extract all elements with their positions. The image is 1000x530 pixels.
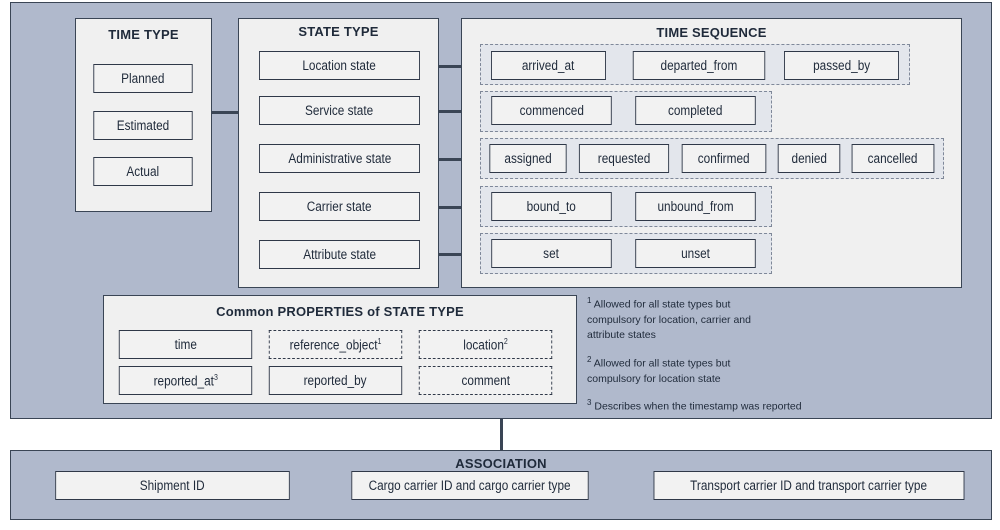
connector-administrative (426, 158, 482, 161)
state-service: Service state (259, 96, 420, 125)
seq-confirmed: confirmed (681, 144, 767, 173)
state-carrier: Carrier state (259, 192, 420, 221)
prop-reported-at: reported_at3 (118, 366, 253, 395)
state-location: Location state (259, 51, 420, 80)
seq-cancelled: cancelled (851, 144, 935, 173)
association-title: ASSOCIATION (455, 456, 547, 471)
connector-association (500, 419, 503, 450)
connector-time-state (212, 111, 240, 114)
seq-set: set (491, 239, 612, 268)
common-properties-title: Common PROPERTIES of STATE TYPE (216, 304, 464, 319)
prop-reference-object: reference_object1 (268, 330, 403, 359)
association-cargo-carrier: Cargo carrier ID and cargo carrier type (351, 471, 589, 500)
time-type-actual: Actual (93, 157, 193, 186)
prop-location: location2 (418, 330, 553, 359)
seq-requested: requested (578, 144, 670, 173)
time-type-title: TIME TYPE (108, 27, 179, 42)
seq-bound-to: bound_to (491, 192, 612, 221)
footnote-2: 2 Allowed for all state types but compul… (587, 355, 731, 385)
seq-completed: completed (635, 96, 756, 125)
prop-comment: comment (418, 366, 553, 395)
prop-time: time (118, 330, 253, 359)
seq-unbound-from: unbound_from (635, 192, 756, 221)
connector-attribute (426, 253, 482, 256)
state-attribute: Attribute state (259, 240, 420, 269)
association-shipment-id: Shipment ID (55, 471, 290, 500)
prop-reported-by: reported_by (268, 366, 403, 395)
seq-commenced: commenced (491, 96, 612, 125)
time-sequence-title: TIME SEQUENCE (656, 25, 767, 40)
seq-unset: unset (635, 239, 756, 268)
connector-location (426, 65, 482, 68)
connector-service (426, 110, 482, 113)
state-type-title: STATE TYPE (298, 24, 379, 39)
seq-passed-by: passed_by (784, 51, 899, 80)
state-administrative: Administrative state (259, 144, 420, 173)
seq-arrived-at: arrived_at (491, 51, 606, 80)
footnote-3: 3 Describes when the timestamp was repor… (587, 398, 802, 413)
seq-departed-from: departed_from (632, 51, 766, 80)
association-transport-carrier: Transport carrier ID and transport carri… (653, 471, 965, 500)
time-type-estimated: Estimated (93, 111, 193, 140)
connector-carrier (426, 206, 482, 209)
time-type-planned: Planned (93, 64, 193, 93)
seq-assigned: assigned (489, 144, 567, 173)
seq-denied: denied (777, 144, 841, 173)
footnote-1: 1 Allowed for all state types but compul… (587, 296, 751, 341)
